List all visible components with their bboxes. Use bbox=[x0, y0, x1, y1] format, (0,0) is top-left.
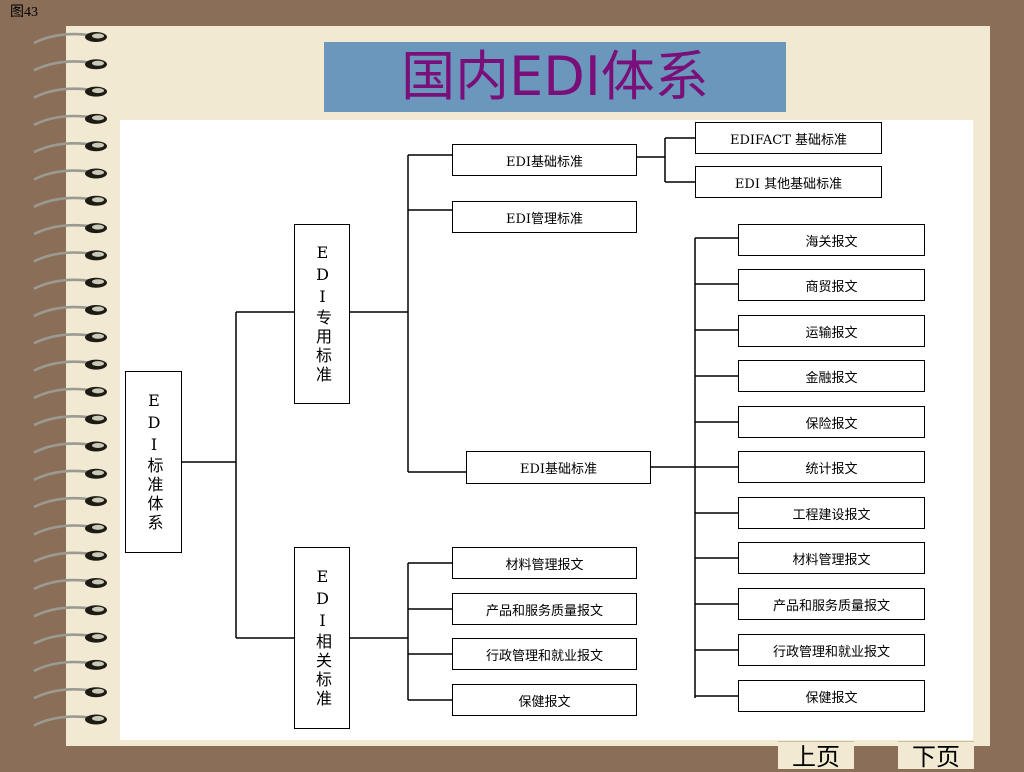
related-node-quality: 产品和服务质量报文 bbox=[452, 593, 637, 625]
page-title: 国内EDI体系 bbox=[401, 45, 709, 108]
edi-other-basic-node: EDI 其他基础标准 bbox=[695, 166, 882, 198]
edi-basic-standard-bottom-node: EDI基础标准 bbox=[466, 451, 651, 484]
message-node-insurance: 保险报文 bbox=[738, 406, 925, 438]
edi-basic-standard-top-node: EDI基础标准 bbox=[452, 144, 637, 176]
next-page-button[interactable]: 下页 bbox=[898, 741, 974, 771]
connector-lines bbox=[182, 137, 738, 701]
edi-dedicated-node: EDI专用标准 bbox=[294, 224, 350, 404]
message-node-materials: 材料管理报文 bbox=[738, 542, 925, 574]
message-node-trade: 商贸报文 bbox=[738, 269, 925, 301]
title-banner: 国内EDI体系 bbox=[324, 42, 786, 112]
message-node-statistics: 统计报文 bbox=[738, 451, 925, 483]
message-node-transport: 运输报文 bbox=[738, 315, 925, 347]
message-node-admin: 行政管理和就业报文 bbox=[738, 634, 925, 666]
message-node-construction: 工程建设报文 bbox=[738, 497, 925, 529]
edifact-basic-node: EDIFACT 基础标准 bbox=[695, 122, 882, 154]
edi-management-standard-node: EDI管理标准 bbox=[452, 201, 637, 233]
message-node-quality: 产品和服务质量报文 bbox=[738, 588, 925, 620]
edi-standards-diagram: EDI标准体系 EDI专用标准 EDI相关标准 EDI基础标准 EDI管理标准 … bbox=[120, 120, 973, 740]
figure-label: 图43 bbox=[10, 5, 38, 20]
message-node-healthcare: 保健报文 bbox=[738, 680, 925, 712]
root-node: EDI标准体系 bbox=[125, 371, 182, 553]
related-node-admin: 行政管理和就业报文 bbox=[452, 638, 637, 670]
message-node-customs: 海关报文 bbox=[738, 224, 925, 256]
message-node-finance: 金融报文 bbox=[738, 360, 925, 392]
related-node-materials: 材料管理报文 bbox=[452, 547, 637, 579]
prev-page-button[interactable]: 上页 bbox=[778, 741, 854, 771]
spiral-binding-icon bbox=[33, 32, 107, 727]
related-node-healthcare: 保健报文 bbox=[452, 684, 637, 716]
diagram-connectors bbox=[182, 137, 738, 701]
edi-related-node: EDI相关标准 bbox=[294, 547, 350, 729]
